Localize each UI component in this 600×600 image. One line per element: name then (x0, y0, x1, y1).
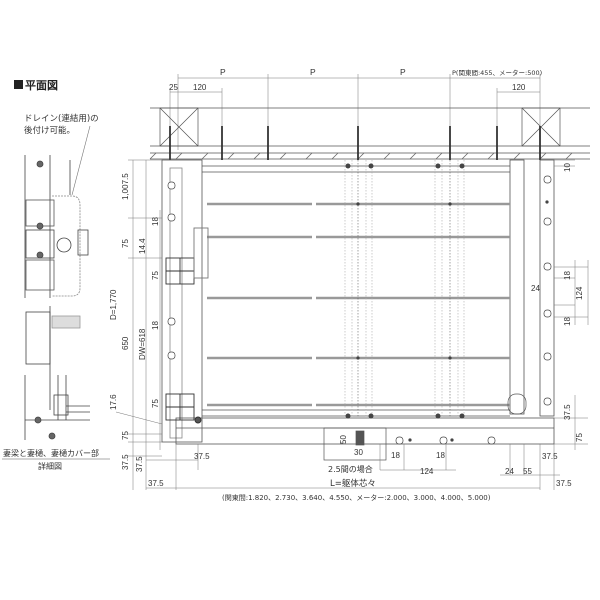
dim-inner-75b: 75 (151, 399, 160, 408)
drain-note-line2: 後付け可能。 (24, 125, 75, 136)
dim-d4: 75 (121, 431, 130, 440)
dim-offset-17-6: 17.6 (109, 394, 118, 410)
pitch-label-3: P (400, 67, 406, 77)
bolt-dots (345, 163, 549, 442)
dim-right-37-5: 37.5 (563, 404, 572, 420)
wall-hatch (149, 152, 573, 160)
roof-rafters (344, 160, 465, 418)
page-title: 平面図 (25, 78, 58, 92)
drain-note-line1: ドレイン(連結用)の (24, 113, 99, 124)
dim-bottom-18b: 18 (436, 451, 445, 460)
dim-bottom-50: 50 (339, 435, 348, 444)
gable-detail-lower (24, 306, 90, 440)
dim-120-left: 120 (193, 83, 207, 92)
dim-right-18a: 18 (563, 271, 572, 280)
dim-25: 25 (169, 83, 178, 92)
dim-right-124: 124 (575, 286, 584, 300)
dim-bottom-37-5-right-inner: 37.5 (542, 452, 558, 461)
top-beam (150, 107, 590, 160)
pitch-note: P(関東間:455、メーター:500) (452, 68, 542, 77)
dim-right-75: 75 (575, 433, 584, 442)
dim-bottom-30: 30 (354, 448, 363, 457)
l-values: (関東間:1.820、2.730、3.640、4.550、メーター:2.000、… (222, 493, 491, 502)
case-note: 2.5間の場合 (328, 464, 373, 474)
dim-bottom-37-5-inner: 37.5 (194, 452, 210, 461)
dim-bottom-18a: 18 (391, 451, 400, 460)
dim-inner-18a: 18 (151, 217, 160, 226)
roof-purlins (207, 202, 510, 407)
dim-inner-75a: 75 (151, 271, 160, 280)
dim-bottom-55: 55 (523, 467, 532, 476)
dim-dw: DW=618 (138, 328, 147, 360)
bottom-dimensions (146, 444, 560, 490)
dim-120-right: 120 (512, 83, 526, 92)
dim-bottom-24: 24 (505, 467, 514, 476)
dim-bottom-37-5-right: 37.5 (556, 479, 572, 488)
pitch-label-1: P (220, 67, 226, 77)
left-dimensions (128, 159, 162, 490)
dim-right-10: 10 (563, 163, 572, 172)
detail-caption-line1: 妻梁と妻樋、妻樋カバー部 (3, 448, 99, 458)
gutter-slots (167, 175, 552, 445)
title-square-icon (14, 80, 23, 89)
dim-right-18b: 18 (563, 317, 572, 326)
dim-bottom-124: 124 (420, 467, 434, 476)
dim-d1: 1,007.5 (121, 173, 130, 200)
detail-caption-line2: 詳細図 (38, 461, 62, 471)
dim-d5: 37.5 (121, 454, 130, 470)
drain-box (323, 393, 527, 461)
top-dimensions (169, 74, 541, 150)
right-dimensions (554, 159, 589, 450)
dim-right-24: 24 (531, 284, 540, 293)
left-gutter-profile (165, 227, 209, 424)
l-label: L=躯体芯々 (330, 478, 376, 489)
dim-bottom-37-5-left: 37.5 (148, 479, 164, 488)
pitch-label-2: P (310, 67, 316, 77)
dim-d-total: D=1,770 (109, 289, 118, 320)
gable-detail-upper (24, 155, 89, 298)
roof-frame (161, 159, 555, 445)
dim-d3: 650 (121, 336, 130, 350)
dim-inner-14-4: 14.4 (138, 238, 147, 254)
anchor-bolts (169, 126, 541, 160)
dim-inner-18b: 18 (151, 321, 160, 330)
dim-inner-37-5: 37.5 (135, 456, 144, 472)
dim-d2: 75 (121, 239, 130, 248)
